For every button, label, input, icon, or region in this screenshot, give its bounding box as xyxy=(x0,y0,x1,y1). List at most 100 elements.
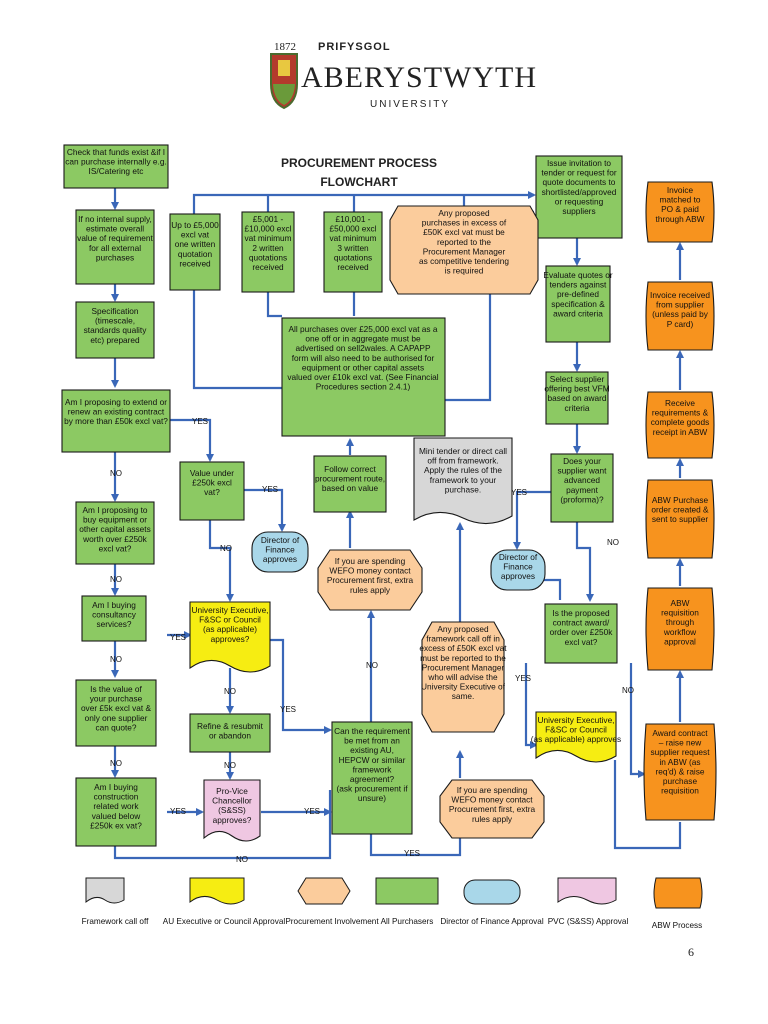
box-label-line: sent to supplier xyxy=(652,514,709,524)
box-label-line: received xyxy=(337,262,369,272)
label-no: NO xyxy=(110,575,122,584)
box-label-line: requirements & xyxy=(652,408,709,418)
label-yes: YES xyxy=(170,633,186,642)
box-label-line: etc) prepared xyxy=(90,335,140,345)
box-label-line: unsure) xyxy=(358,793,386,803)
label-yes: YES xyxy=(404,849,420,858)
page-number: 6 xyxy=(688,945,694,959)
box-label-line: procurement route, xyxy=(315,474,385,484)
box-label-line: Am I buying xyxy=(92,600,136,610)
box-label-line: services? xyxy=(96,619,131,629)
box-label-line: order over £250k xyxy=(550,627,614,637)
box-label-line: If you are spending xyxy=(457,785,528,795)
box-label-line: 3 written xyxy=(337,243,369,253)
box-label-line: All purchases over £25,000 excl vat as a xyxy=(289,324,438,334)
box-label-line: standards quality xyxy=(84,325,148,335)
box-label-line: estimate overall xyxy=(86,224,144,234)
box-label-line: IS/Catering etc xyxy=(89,166,144,176)
box-label-line: WEFO money contact xyxy=(451,795,533,805)
box-label-line: equipment or other capital assets xyxy=(302,362,424,372)
box-label-line: Procedures section 2.4.1) xyxy=(316,382,411,392)
box-label-line: award criteria xyxy=(553,308,603,318)
box-label: Specification(timescale,standards qualit… xyxy=(84,306,148,345)
decision-labels: YES NO YES NO NO YES NO NO YES NO NO YES… xyxy=(110,417,634,864)
box-label-line: pre-defined xyxy=(557,289,599,299)
box-label-line: your purchase xyxy=(90,694,143,704)
label-no: NO xyxy=(366,661,378,670)
box-label-line: in ABW (as xyxy=(659,757,700,767)
box-label-line: reported to the xyxy=(437,237,491,247)
box-label-line: purchases xyxy=(96,252,134,262)
box-label-line: Finance xyxy=(265,545,295,555)
box-label-line: Pro-Vice xyxy=(216,786,248,796)
label-yes: YES xyxy=(192,417,208,426)
box-label-line: (as applicable) approves xyxy=(531,734,621,744)
box-label-line: renew an existing contract xyxy=(68,407,165,417)
box-label-line: based on value xyxy=(322,483,379,493)
legend-item-director-finance: Director of Finance Approval xyxy=(440,879,544,926)
box-label-line: can purchase internally e.g. xyxy=(65,157,166,167)
box-label-line: based on award xyxy=(547,393,606,403)
box-label-line: who will advise the xyxy=(427,672,498,682)
box-label-line: Receive xyxy=(665,398,695,408)
box-label-line: off from framework. xyxy=(427,456,498,466)
box-label-line: Am I buying xyxy=(94,782,138,792)
box-label-line: complete goods xyxy=(651,417,710,427)
box-label-line: order created & xyxy=(651,505,709,515)
box-label-line: Can the requirement xyxy=(334,726,410,736)
label-no: NO xyxy=(607,538,619,547)
box-label-line: – raise new xyxy=(659,738,702,748)
box-label-line: through ABW xyxy=(656,214,705,224)
box-label-line: approves? xyxy=(211,634,250,644)
box-specification: Specification(timescale,standards qualit… xyxy=(75,301,155,359)
label-yes: YES xyxy=(304,807,320,816)
box-label-line: quote documents to xyxy=(543,177,616,187)
connectors xyxy=(111,188,684,860)
box-label-line: criteria xyxy=(565,403,590,413)
box-label-line: ABW xyxy=(671,598,690,608)
box-label-line: existing AU, xyxy=(350,745,394,755)
box-label-line: F&SC or Council xyxy=(199,615,261,625)
box-label-line: only one supplier xyxy=(85,713,148,723)
label-no: NO xyxy=(224,687,236,696)
box-label-line: payment xyxy=(566,485,599,495)
box-label-line: be met from an xyxy=(344,736,400,746)
box-label-line: (as applicable) xyxy=(203,624,257,634)
box-label-line: Issue invitation to xyxy=(547,158,611,168)
box-label-line: through xyxy=(666,617,695,627)
box-label-line: excl vat xyxy=(181,230,210,240)
box-label-line: Any proposed xyxy=(438,208,490,218)
box-label-line: Is the proposed xyxy=(552,608,610,618)
box-label-line: for all external xyxy=(89,243,141,253)
box-label-line: Chancellor xyxy=(212,796,252,806)
box-label-line: from supplier xyxy=(656,300,704,310)
label-no: NO xyxy=(110,655,122,664)
legend: Framework call off AU Executive or Counc… xyxy=(82,877,703,930)
box-label-line: £10,001 - xyxy=(335,214,370,224)
box-label-line: can quote? xyxy=(95,722,136,732)
box-label-line: F&SC or Council xyxy=(545,725,607,735)
box-label-line: Any proposed xyxy=(437,624,489,634)
box-label-line: University Executive, xyxy=(191,605,268,615)
box-label-line: approves xyxy=(501,571,535,581)
box-label-line: same. xyxy=(452,691,475,701)
